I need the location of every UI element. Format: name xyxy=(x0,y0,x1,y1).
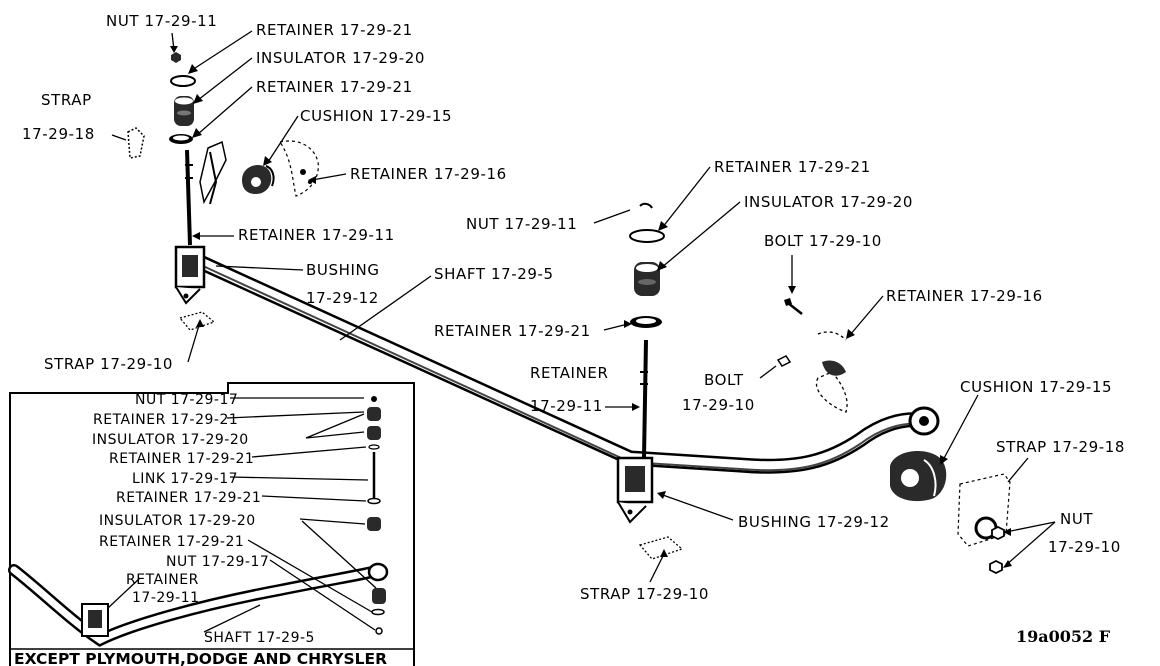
inset-nut-a-icon xyxy=(371,396,377,402)
strap-10-left-icon xyxy=(178,311,216,331)
inset-label-nut-a: NUT 17-29-17 xyxy=(135,392,238,408)
label-shaft: SHAFT 17-29-5 xyxy=(434,265,554,283)
label-retainer-top-2: RETAINER 17-29-21 xyxy=(256,78,413,96)
retainer-mid-top-icon xyxy=(629,229,665,243)
label-strap-left-b: 17-29-18 xyxy=(22,125,95,143)
sway-bar-shaft xyxy=(192,254,940,474)
inset-label-nut-b: NUT 17-29-17 xyxy=(166,554,269,570)
retainer-16-left-icon xyxy=(279,140,319,197)
label-bushing-left-a: BUSHING xyxy=(306,261,380,279)
label-strap-18-right: STRAP 17-29-18 xyxy=(996,438,1125,456)
label-cushion-right: CUSHION 17-29-15 xyxy=(960,378,1112,396)
leader-lines xyxy=(111,30,1056,583)
label-retainer-21-mid-low: RETAINER 17-29-21 xyxy=(434,322,591,340)
strap-10-mid-icon xyxy=(638,536,684,560)
inset-label-link: LINK 17-29-17 xyxy=(132,471,238,487)
left-link-assembly xyxy=(127,52,319,331)
bolt-mid-icon xyxy=(776,355,792,367)
label-nut-right-a: NUT xyxy=(1060,510,1093,528)
retainer-top-icon xyxy=(170,75,196,87)
right-mount-assembly xyxy=(890,451,1011,575)
nut-right-icon xyxy=(989,525,1005,575)
label-retainer-11-mid-b: 17-29-11 xyxy=(530,397,603,415)
label-retainer-21-mid-top: RETAINER 17-29-21 xyxy=(714,158,871,176)
inset-border xyxy=(9,382,415,666)
inset-label-retainer-b: RETAINER 17-29-21 xyxy=(109,451,254,467)
inset-label-retainer-11-b: 17-29-11 xyxy=(132,590,200,606)
strap-left-icon xyxy=(127,127,145,159)
label-bolt-mid-a: BOLT xyxy=(704,371,744,389)
inset-caption: EXCEPT PLYMOUTH,DODGE AND CHRYSLER xyxy=(14,650,387,666)
label-retainer-top-1: RETAINER 17-29-21 xyxy=(256,21,413,39)
label-strap-10-left: STRAP 17-29-10 xyxy=(44,355,173,373)
label-retainer-16-right: RETAINER 17-29-16 xyxy=(886,287,1043,305)
bolt-upper-icon xyxy=(787,302,803,315)
label-nut-right-b: 17-29-10 xyxy=(1048,538,1121,556)
inset-label-retainer-a: RETAINER 17-29-21 xyxy=(93,412,238,428)
inset-label-retainer-11-a: RETAINER xyxy=(126,572,199,588)
middle-link-assembly xyxy=(616,202,848,560)
inset-label-retainer-c: RETAINER 17-29-21 xyxy=(116,490,261,506)
inset-insulator-b-icon xyxy=(367,517,381,531)
label-strap-10-right: STRAP 17-29-10 xyxy=(580,585,709,603)
label-strap-left-a: STRAP xyxy=(41,91,92,109)
figure-reference: 19a0052 F xyxy=(1016,627,1111,646)
label-bolt-upper: BOLT 17-29-10 xyxy=(764,232,882,250)
inset-label-retainer-d: RETAINER 17-29-21 xyxy=(99,534,244,550)
inset-label-shaft: SHAFT 17-29-5 xyxy=(204,630,315,646)
link-rod-mid-icon xyxy=(642,339,648,459)
label-retainer-11-left: RETAINER 17-29-11 xyxy=(238,226,395,244)
label-nut-top: NUT 17-29-11 xyxy=(106,12,217,30)
label-insulator-top: INSULATOR 17-29-20 xyxy=(256,49,425,67)
label-retainer-16-left: RETAINER 17-29-16 xyxy=(350,165,507,183)
label-insulator-mid: INSULATOR 17-29-20 xyxy=(744,193,913,211)
label-bolt-mid-b: 17-29-10 xyxy=(682,396,755,414)
inset-panel: NUT 17-29-17 RETAINER 17-29-21 INSULATOR… xyxy=(8,382,415,666)
label-cushion-left: CUSHION 17-29-15 xyxy=(300,107,452,125)
inset-insulator-a-icon xyxy=(367,407,381,421)
label-bushing-right: BUSHING 17-29-12 xyxy=(738,513,890,531)
label-retainer-11-mid-a: RETAINER xyxy=(530,364,609,382)
nut-mid-icon xyxy=(639,202,653,209)
main-labels: NUT 17-29-11 RETAINER 17-29-21 INSULATOR… xyxy=(22,12,1125,646)
inset-label-insulator-b: INSULATOR 17-29-20 xyxy=(99,513,256,529)
nut-top-icon xyxy=(171,52,181,63)
inset-label-insulator-a: INSULATOR 17-29-20 xyxy=(92,432,249,448)
retainer-16-right-icon xyxy=(815,331,848,413)
label-bushing-left-b: 17-29-12 xyxy=(306,289,379,307)
label-nut-mid: NUT 17-29-11 xyxy=(466,215,577,233)
